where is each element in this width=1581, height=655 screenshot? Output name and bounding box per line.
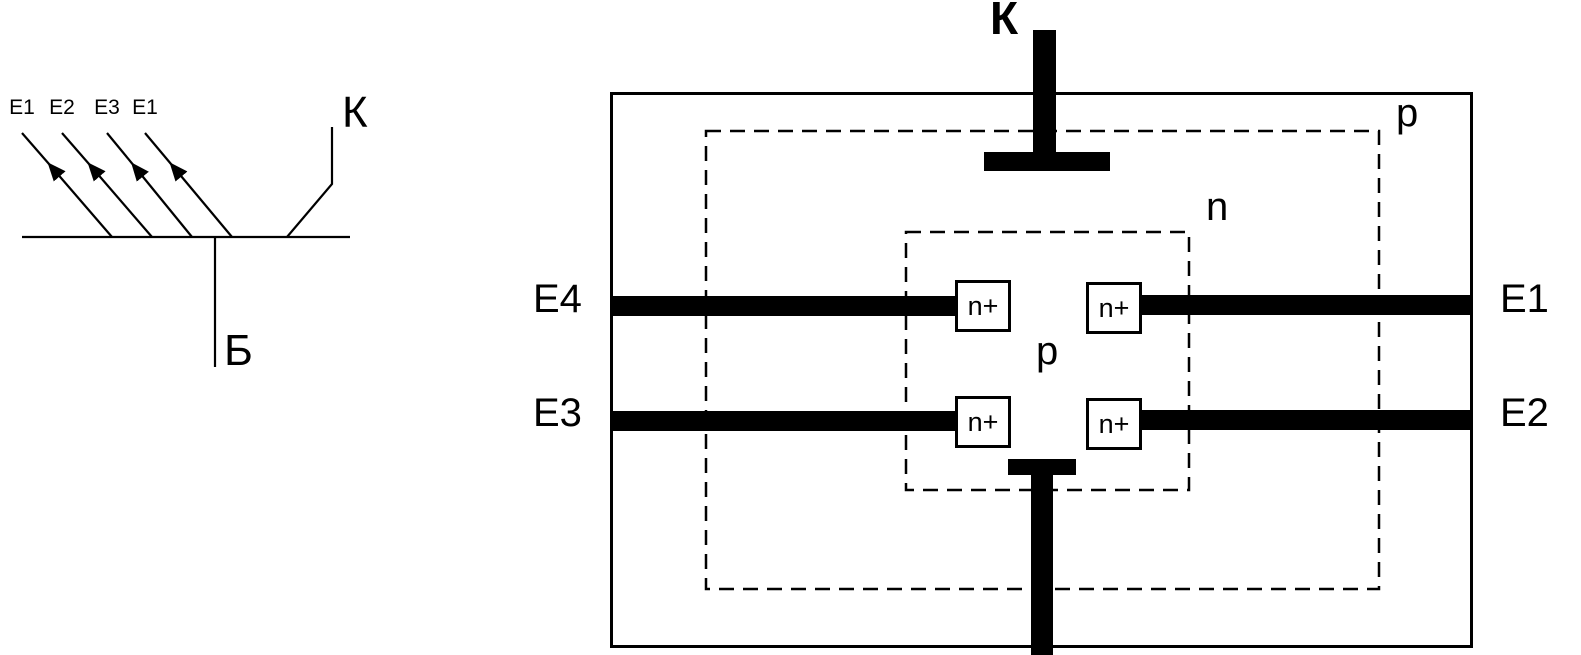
emitter-e1-contact-bar [1140,295,1472,315]
terminal-e1-label: Е1 [1500,277,1549,321]
collector-contact-stem [1033,30,1056,160]
terminal-e2-label: Е2 [1500,391,1549,435]
emitter-n-plus-region-4: n+ [1086,398,1142,450]
schematic-emitter-label-1: Е1 [9,96,35,119]
schematic-base-label: Б [224,326,253,375]
schematic-emitter-label-3: Е3 [94,96,120,119]
base-contact-stem [1031,470,1053,655]
emitter-arrow-2 [61,132,153,238]
collector-lead-line [286,127,334,238]
n-plus-label: n+ [1098,408,1130,439]
emitter-n-plus-region-2: n+ [1086,282,1142,334]
emitter-arrow-1 [21,132,113,238]
n-plus-label: n+ [1098,292,1130,323]
schematic-collector-label: К [342,88,368,137]
transistor-symbol [21,127,350,367]
p-substrate-label: p [1396,91,1419,135]
emitter-e3-contact-bar [612,411,956,431]
collector-contact-pad [984,152,1110,171]
schematic-emitter-label-4: Е1 [132,96,158,119]
terminal-e3-label: Е3 [533,391,582,435]
emitter-arrow-3 [106,132,193,238]
emitter-n-plus-region-1: n+ [955,280,1011,332]
p-base-label: p [1036,329,1059,373]
emitter-arrow-4 [144,132,233,238]
emitter-e4-contact-bar [612,296,956,316]
schematic-emitter-label-2: Е2 [49,96,75,119]
n-plus-label: n+ [967,406,999,437]
n-region-label: n [1206,185,1229,229]
collector-terminal-label: К [990,0,1019,44]
emitter-e2-contact-bar [1140,410,1472,430]
n-plus-label: n+ [967,290,999,321]
base-contact-pad [1008,459,1076,475]
emitter-n-plus-region-3: n+ [955,396,1011,448]
terminal-e4-label: Е4 [533,277,582,321]
